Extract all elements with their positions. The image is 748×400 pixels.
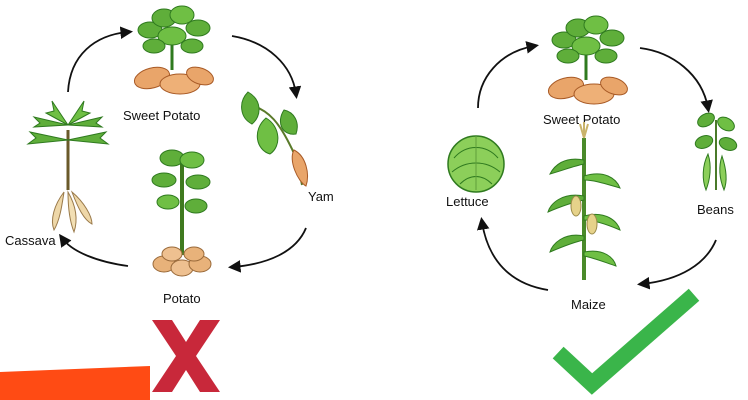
arrow-right-top-right: [640, 48, 708, 108]
sweet-potato-plant-icon: [132, 6, 216, 94]
right-rotation-diagram: Sweet Potato Beans Maize: [446, 16, 739, 384]
sweet-potato-plant-icon: [546, 16, 630, 104]
cassava-plant-icon: [28, 101, 108, 232]
arrow-right-bottom-left: [482, 222, 548, 290]
arrow-right-bottom-right: [642, 240, 716, 284]
crop-label: Yam: [308, 189, 334, 204]
crop-label: Sweet Potato: [123, 108, 200, 123]
crop-label: Lettuce: [446, 194, 489, 209]
crop-label: Potato: [163, 291, 201, 306]
beans-plant-icon: [693, 110, 738, 190]
potato-plant-icon: [152, 150, 211, 276]
red-x-icon: [152, 320, 220, 392]
crop-label: Sweet Potato: [543, 112, 620, 127]
crop-label: Beans: [697, 202, 734, 217]
arrow-left-right: [232, 36, 296, 94]
accent-bar: [0, 366, 150, 400]
left-rotation-diagram: Sweet Potato Yam Potato: [5, 6, 334, 392]
arrow-left-bottom-left: [62, 238, 128, 266]
crop-label: Maize: [571, 297, 606, 312]
crop-label: Cassava: [5, 233, 56, 248]
arrow-right-top-left: [478, 46, 534, 108]
lettuce-icon: [448, 136, 504, 192]
arrow-left-bottom-right: [233, 228, 306, 267]
arrow-left-top: [68, 32, 128, 92]
green-check-icon: [564, 300, 688, 384]
yam-plant-icon: [242, 92, 308, 186]
maize-plant-icon: [548, 122, 620, 280]
